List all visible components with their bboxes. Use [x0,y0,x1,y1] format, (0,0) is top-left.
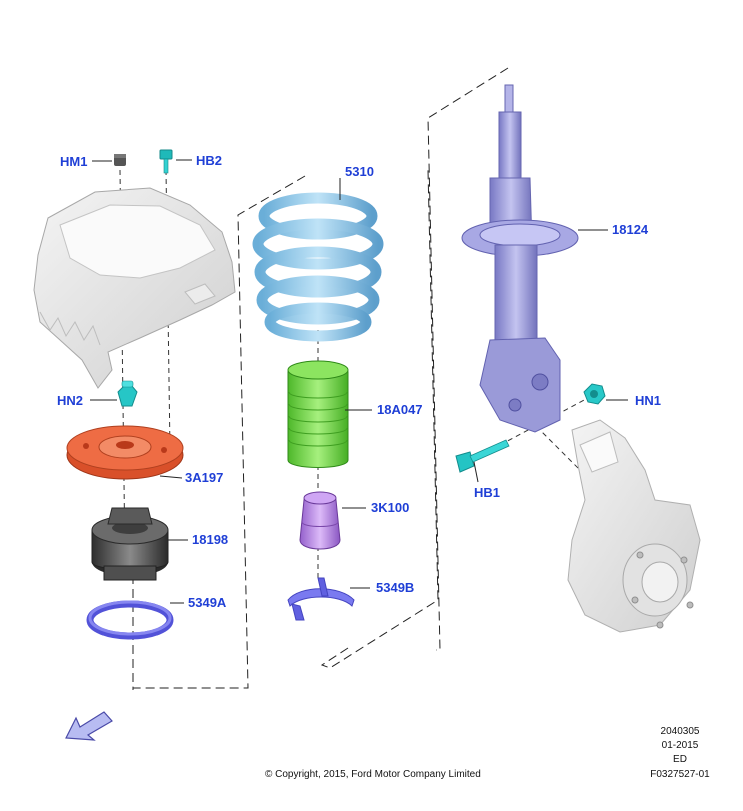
upper-bearing-ring [86,600,174,640]
callout-5310: 5310 [345,164,374,179]
callout-hb1: HB1 [474,485,501,500]
callout-18198: 18198 [192,532,229,547]
callout-18a047: 18A047 [377,402,423,417]
lower-spring-seat [287,577,355,621]
callout-5349a: 5349A [188,595,227,610]
callout-3a197: 3A197 [185,470,224,485]
strut-mount [91,507,169,581]
bump-stop [299,491,341,550]
figure-number: F0327527-01 [650,769,710,780]
copyright-notice: © Copyright, 2015, Ford Motor Company Li… [265,769,481,780]
hm1-nut [114,154,126,166]
callout-hb2: HB2 [196,153,223,168]
strut-top-cover [33,187,236,389]
callout-hm1: HM1 [60,154,88,169]
diagram-edition: ED [673,754,687,765]
callout-hn2: HN2 [57,393,84,408]
callout-18124: 18124 [612,222,649,237]
hb1-bolt [455,439,510,473]
callout-leader-lines [90,159,628,604]
dust-boot [287,360,349,468]
upper-spring-seat [66,425,184,480]
coil-spring [252,192,384,342]
hn1-nut [583,383,606,405]
diagram-code: 2040305 [660,726,700,737]
callout-5349b: 5349B [376,580,415,595]
hn2-nut [117,380,138,407]
diagram-date: 01-2015 [661,740,699,751]
steering-knuckle [567,419,701,633]
shock-absorber-strut [461,84,579,433]
hb2-bolt [159,149,173,174]
callout-3k100: 3K100 [371,500,410,515]
front-direction-arrow-icon [65,711,113,741]
callout-hn1: HN1 [635,393,662,408]
